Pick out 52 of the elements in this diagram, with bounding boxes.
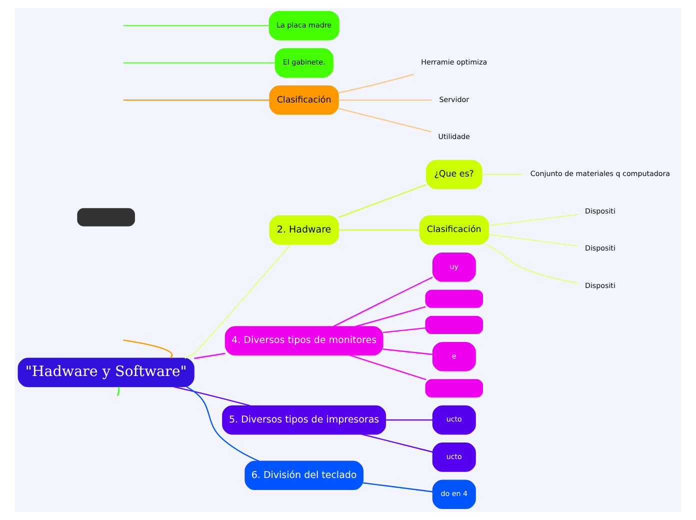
node-text: Herramie optimiza bbox=[421, 58, 488, 67]
node-box: 6. División del teclado bbox=[244, 460, 364, 490]
node-box: ¿Que es? bbox=[426, 160, 482, 190]
connector bbox=[338, 108, 432, 132]
connector bbox=[174, 386, 250, 406]
node-box: 5. Diversos tipos de impresoras bbox=[222, 405, 386, 435]
connector bbox=[338, 229, 420, 230]
node-box: Clasificación bbox=[269, 85, 339, 115]
connector bbox=[123, 99, 270, 101]
connector bbox=[338, 184, 426, 218]
node-text: Utilidade bbox=[438, 132, 470, 141]
connector bbox=[386, 419, 433, 421]
connector bbox=[116, 386, 120, 396]
connector bbox=[482, 174, 522, 176]
connector bbox=[485, 244, 578, 284]
node-box: ucto bbox=[432, 405, 476, 435]
node-text: Dispositi bbox=[584, 280, 616, 290]
connector bbox=[123, 339, 172, 358]
connector bbox=[363, 482, 433, 492]
node-box bbox=[425, 316, 484, 334]
node-text: Dispositi bbox=[584, 206, 616, 216]
node-box: El gabinete. bbox=[274, 48, 334, 78]
node-box bbox=[425, 290, 484, 308]
connector bbox=[488, 214, 578, 226]
connector bbox=[349, 354, 426, 380]
node-box: La placa madre bbox=[268, 10, 340, 40]
connector bbox=[382, 348, 433, 355]
node-box: 2. Hadware bbox=[269, 215, 339, 245]
connector bbox=[382, 327, 426, 334]
connector bbox=[333, 276, 433, 327]
connector bbox=[355, 306, 426, 328]
connector bbox=[186, 386, 260, 462]
node-box: ucto bbox=[432, 442, 476, 472]
node-box: Clasificación bbox=[419, 215, 489, 245]
node-box bbox=[77, 208, 135, 226]
connector bbox=[123, 62, 275, 64]
node-box: "Hadware y Software" bbox=[18, 358, 194, 388]
connector bbox=[338, 74, 414, 94]
node-box: e bbox=[432, 342, 476, 372]
connector bbox=[184, 244, 292, 359]
node-box: uy bbox=[432, 252, 476, 282]
node-box: 4. Diversos tipos de monitores bbox=[224, 326, 384, 356]
node-text: Conjunto de materiales q computadora bbox=[530, 169, 670, 178]
connector bbox=[194, 352, 226, 359]
node-box: do en 4 bbox=[432, 480, 476, 510]
node-text: Servidor bbox=[439, 94, 470, 104]
node-text: Dispositi bbox=[584, 244, 616, 253]
connector bbox=[362, 434, 433, 453]
connector bbox=[338, 99, 432, 101]
connector bbox=[123, 25, 270, 26]
node-box bbox=[425, 379, 484, 398]
connector bbox=[488, 234, 578, 247]
